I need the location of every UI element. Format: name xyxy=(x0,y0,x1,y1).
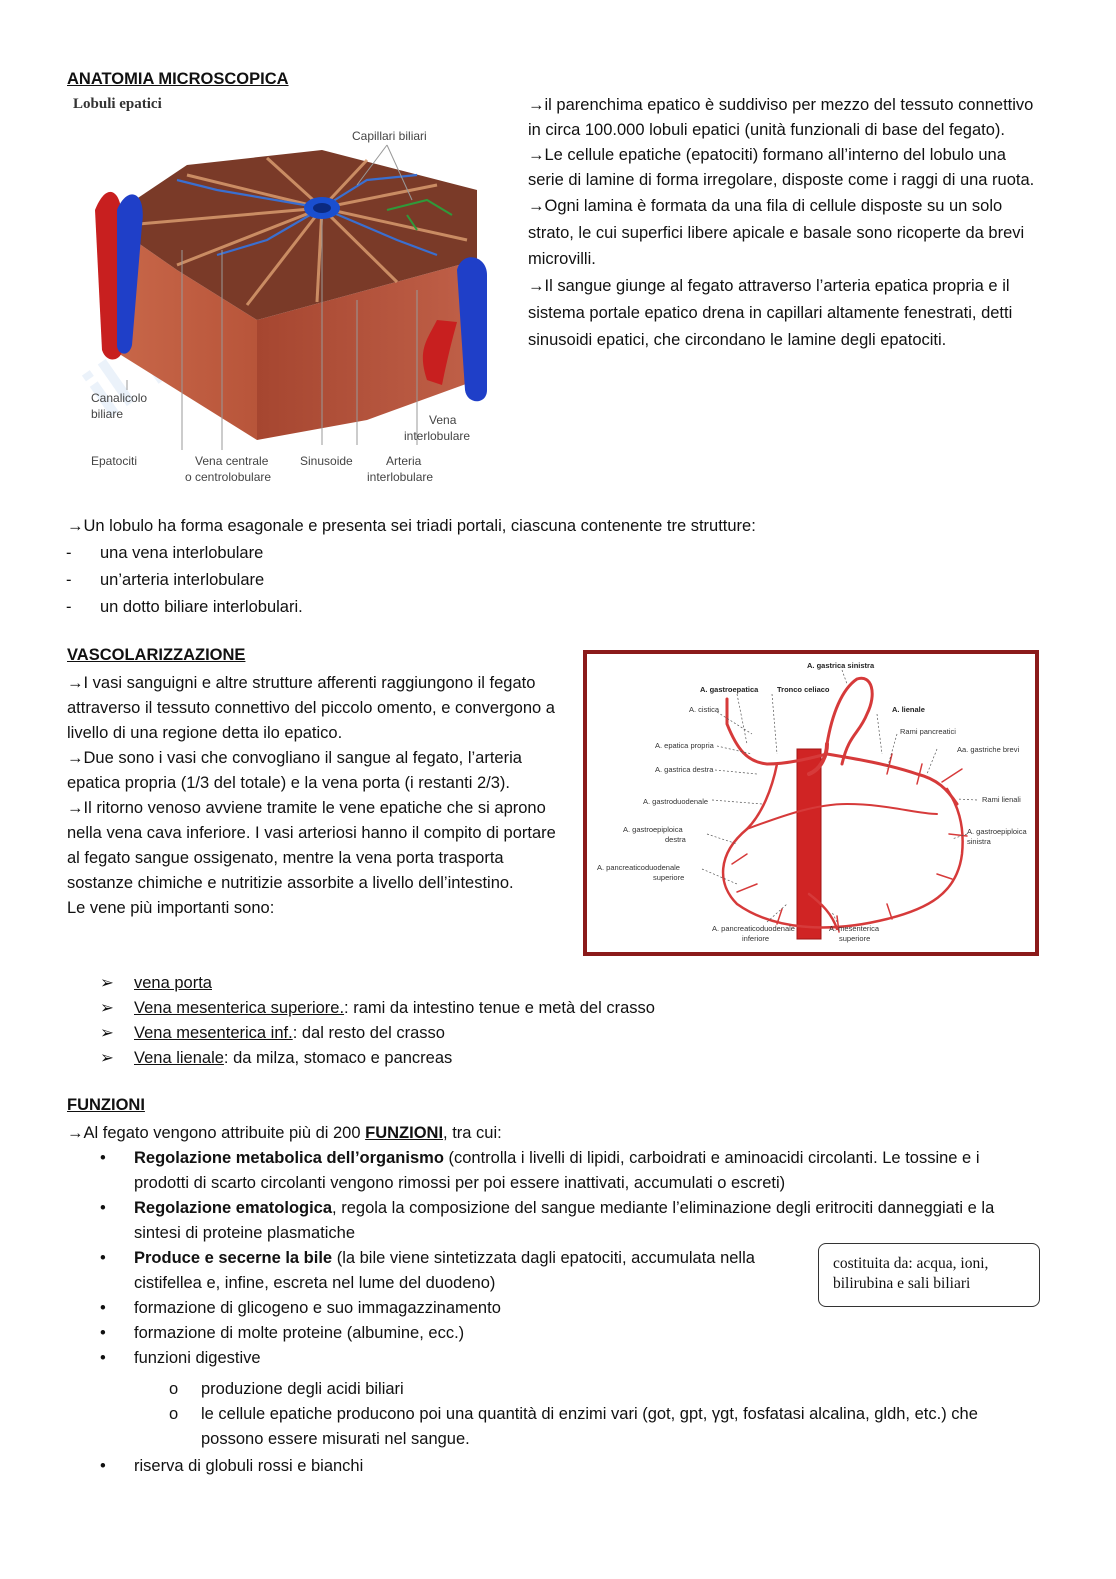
label-gastriche-brevi: Aa. gastriche brevi xyxy=(957,745,1019,754)
list-item: •riserva di globuli rossi e bianchi xyxy=(100,1457,364,1475)
lobulo-block: →Un lobulo ha forma esagonale e presenta… xyxy=(66,513,1067,621)
lobulo-intro: →Un lobulo ha forma esagonale e presenta… xyxy=(67,517,756,535)
figure-title: Lobuli epatici xyxy=(73,96,162,112)
section-heading-anatomia: ANATOMIA MICROSCOPICA xyxy=(67,70,289,88)
label-pancreaticoduodenale-sup-2: superiore xyxy=(653,873,684,882)
list-item: ➢Vena lienale: da milza, stomaco e pancr… xyxy=(100,1049,453,1067)
label-capillari-biliari: Capillari biliari xyxy=(352,129,427,143)
label-gastroepatica: A. gastroepatica xyxy=(700,685,759,694)
veins-list: ➢vena porta ➢Vena mesenterica superiore.… xyxy=(100,971,934,1071)
veins-intro: Le vene più importanti sono: xyxy=(67,899,275,917)
lobule-illustration: il Paradiso xyxy=(71,96,487,484)
paragraph: →Il ritorno venoso avviene tramite le ve… xyxy=(67,799,556,892)
label-sinusoide: Sinusoide xyxy=(300,454,353,468)
label-gastroepiploica-sinistra-2: sinistra xyxy=(967,837,992,846)
label-vena-inter-1: Vena xyxy=(429,413,457,427)
label-vena-centrale-1: Vena centrale xyxy=(195,454,269,468)
label-arteria-1: Arteria xyxy=(386,454,422,468)
paragraph: →il parenchima epatico è suddiviso per m… xyxy=(528,96,1034,139)
section-heading-vascolarizzazione: VASCOLARIZZAZIONE xyxy=(67,646,246,664)
list-item: •Regolazione metabolica dell’organismo (… xyxy=(100,1149,980,1192)
vascolarizzazione-paragraphs: →I vasi sanguigni e altre strutture affe… xyxy=(67,671,567,921)
list-item: ➢vena porta xyxy=(100,974,212,992)
list-item: ➢Vena mesenterica superiore.: rami da in… xyxy=(100,999,655,1017)
funzioni-intro: →Al fegato vengono attribuite più di 200… xyxy=(67,1124,502,1142)
list-item: •Regolazione ematologica, regola la comp… xyxy=(100,1199,995,1242)
label-canalicolo-1: Canalicolo xyxy=(91,391,147,405)
label-vena-inter-2: interlobulare xyxy=(404,429,470,443)
label-mesenterica-1: A. mesenterica xyxy=(829,924,880,933)
paragraph: →Le cellule epatiche (epatociti) formano… xyxy=(528,146,1035,189)
label-tronco-celiaco: Tronco celiaco xyxy=(777,685,830,694)
label-pancreaticoduodenale-sup-1: A. pancreaticoduodenale xyxy=(597,863,680,872)
list-item: -un’arteria interlobulare xyxy=(66,571,265,589)
label-canalicolo-2: biliare xyxy=(91,407,123,421)
lobuli-epatici-figure: il Paradiso xyxy=(67,90,509,490)
section-heading-funzioni: FUNZIONI xyxy=(67,1096,145,1114)
label-gastroepiploica-sinistra-1: A. gastroepiploica xyxy=(967,827,1027,836)
lobulo-list: -una vena interlobulare -un’arteria inte… xyxy=(66,540,1067,621)
label-pancreaticoduodenale-inf-1: A. pancreaticoduodenale xyxy=(712,924,795,933)
list-item: ➢Vena mesenterica inf.: dal resto del cr… xyxy=(100,1024,445,1042)
paragraph: →Due sono i vasi che convogliano il sang… xyxy=(67,749,522,792)
celiac-illustration: A. gastrica sinistra A. gastroepatica Tr… xyxy=(597,661,1027,943)
label-epatociti: Epatociti xyxy=(91,454,137,468)
list-item: •formazione di glicogeno e suo immagazzi… xyxy=(100,1299,501,1317)
label-cistica: A. cistica xyxy=(689,705,720,714)
label-rami-pancreatici: Rami pancreatici xyxy=(900,727,956,736)
funzioni-list-end: •riserva di globuli rossi e bianchi xyxy=(100,1454,934,1479)
label-lienale: A. lienale xyxy=(892,705,925,714)
label-vena-centrale-2: o centrolobulare xyxy=(185,470,271,484)
paragraph: →Ogni lamina è formata da una fila di ce… xyxy=(528,197,1025,268)
label-gastroepiploica-destra-1: A. gastroepiploica xyxy=(623,825,683,834)
label-arteria-2: interlobulare xyxy=(367,470,433,484)
list-item: •Produce e secerne la bile (la bile vien… xyxy=(100,1249,755,1292)
label-gastrica-sinistra: A. gastrica sinistra xyxy=(807,661,875,670)
list-item: -un dotto biliare interlobulari. xyxy=(66,598,303,616)
label-gastrica-destra: A. gastrica destra xyxy=(655,765,714,774)
label-gastroduodenale: A. gastroduodenale xyxy=(643,797,708,806)
list-item: •formazione di molte proteine (albumine,… xyxy=(100,1324,465,1342)
label-mesenterica-2: superiore xyxy=(839,934,870,943)
label-epatica-propria: A. epatica propria xyxy=(655,741,715,750)
label-pancreaticoduodenale-inf-2: inferiore xyxy=(742,934,769,943)
bile-note-box: costituita da: acqua, ioni, bilirubina e… xyxy=(818,1243,1040,1307)
funzioni-list: •Regolazione metabolica dell’organismo (… xyxy=(100,1146,1014,1371)
anatomia-paragraphs: →il parenchima epatico è suddiviso per m… xyxy=(528,93,1046,354)
paragraph: →I vasi sanguigni e altre strutture affe… xyxy=(67,674,555,742)
label-gastroepiploica-destra-2: destra xyxy=(665,835,687,844)
tronco-celiaco-figure: A. gastrica sinistra A. gastroepatica Tr… xyxy=(583,650,1039,956)
paragraph: →Il sangue giunge al fegato attraverso l… xyxy=(528,276,1013,349)
list-item: -una vena interlobulare xyxy=(66,544,264,562)
list-item: •funzioni digestive xyxy=(100,1349,261,1367)
label-rami-lienali: Rami lienali xyxy=(982,795,1021,804)
